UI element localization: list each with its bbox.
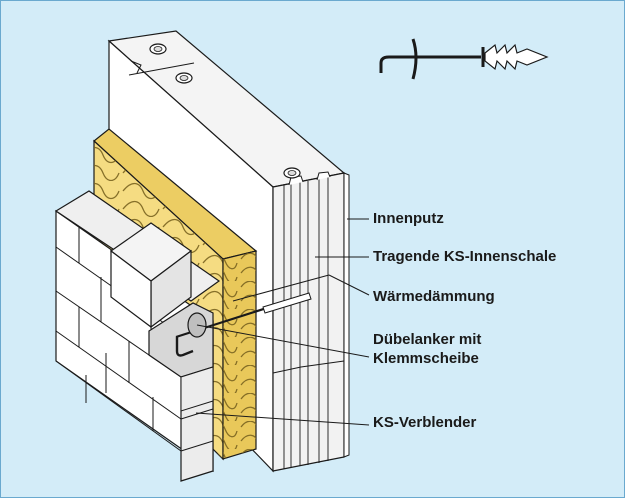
- anchor-detail-icon: [379, 38, 549, 80]
- leader-daemmung-2: [328, 274, 370, 296]
- leader-lines: [195, 218, 370, 426]
- label-innenschale: Tragende KS-Innenschale: [373, 247, 556, 266]
- interior-plaster: [343, 172, 350, 458]
- label-innenschale-text: Tragende KS-Innenschale: [373, 248, 557, 265]
- label-verblender-text: KS-Verblender: [373, 414, 477, 431]
- facing-brick-wall: [54, 190, 221, 482]
- label-innenputz-text: Innenputz: [373, 210, 444, 227]
- label-verblender: KS-Verblender: [373, 413, 476, 432]
- leader-verblender: [195, 412, 370, 426]
- label-daemmung: Wärmedämmung: [373, 287, 495, 306]
- label-duebelanker: Dübelanker mit Klemmscheibe: [373, 330, 481, 368]
- leader-daemmung: [232, 274, 330, 302]
- label-duebelanker-line2: Klemmscheibe: [373, 350, 479, 367]
- label-innenputz: Innenputz: [373, 209, 444, 228]
- label-daemmung-text: Wärmedämmung: [373, 288, 495, 305]
- label-duebelanker-line1: Dübelanker mit: [373, 331, 482, 348]
- leader-duebel: [196, 324, 370, 358]
